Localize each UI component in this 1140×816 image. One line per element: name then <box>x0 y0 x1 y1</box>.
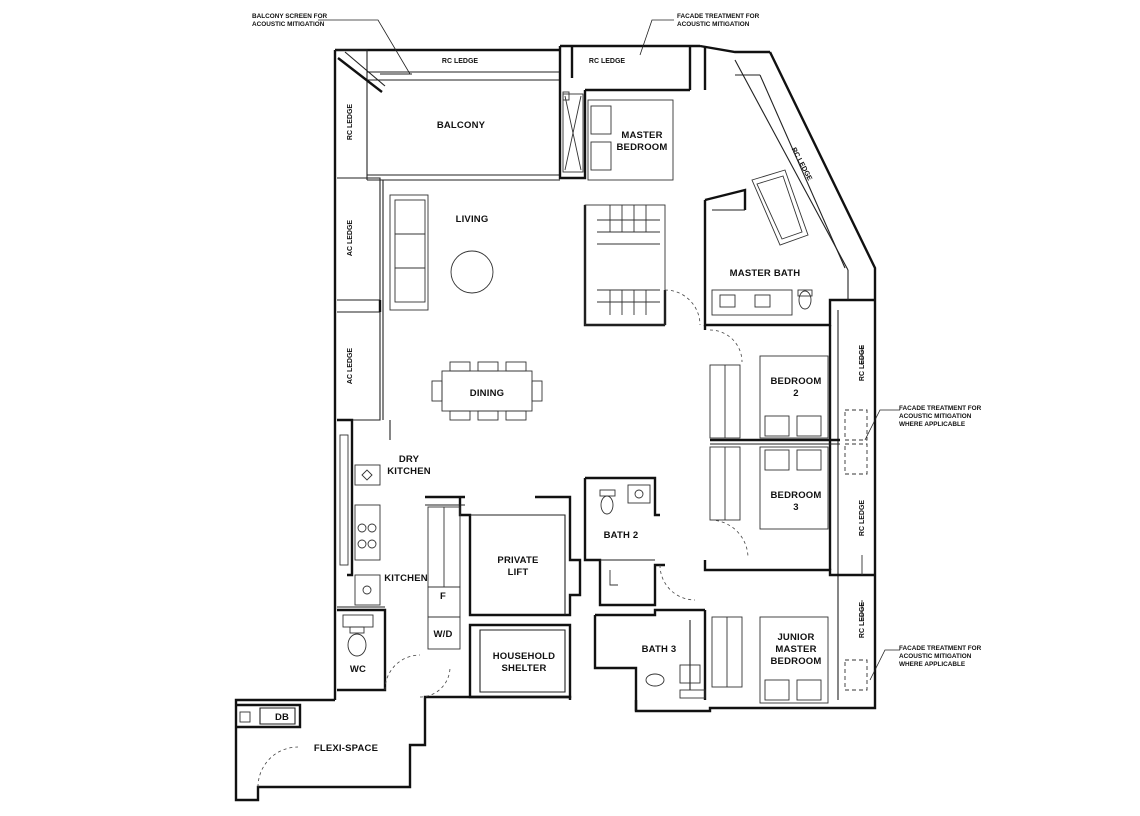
ledge-rc-bedroom2: RC LEDGE <box>859 345 866 382</box>
label-dry-kitchen-line2: KITCHEN <box>387 466 431 477</box>
label-washer-dryer: W/D <box>433 629 452 640</box>
label-db: DB <box>275 712 289 723</box>
room-labels: BALCONY MASTER BEDROOM LIVING MASTER BAT… <box>275 120 821 754</box>
baths-center <box>583 476 706 711</box>
label-balcony: BALCONY <box>437 120 486 131</box>
label-wc: WC <box>350 664 366 675</box>
bedrooms-right <box>703 310 875 704</box>
label-dry-kitchen-line1: DRY <box>399 454 420 465</box>
note-facade-mid-line1: FACADE TREATMENT FOR <box>899 405 982 412</box>
note-facade-bot-line2: ACOUSTIC MITIGATION <box>899 653 972 660</box>
label-junior-master-line1: JUNIOR <box>777 632 814 643</box>
label-bath3: BATH 3 <box>642 644 677 655</box>
lift-shelter-kitchen <box>337 418 582 699</box>
ledge-rc-diagonal: RC LEDGE <box>790 147 813 183</box>
label-fridge: F <box>440 591 446 602</box>
ledge-rc-top-left: RC LEDGE <box>442 58 479 65</box>
master-bath-walls <box>703 169 875 327</box>
label-bedroom3-line2: 3 <box>793 502 798 513</box>
label-kitchen: KITCHEN <box>384 573 428 584</box>
ledge-rc-bedroom3: RC LEDGE <box>859 500 866 537</box>
flexi-db <box>236 703 302 788</box>
ledge-labels: RC LEDGE RC LEDGE RC LEDGE RC LEDGE AC L… <box>347 58 866 638</box>
note-facade-mid-line2: ACOUSTIC MITIGATION <box>899 413 972 420</box>
label-master-bath: MASTER BATH <box>730 268 801 279</box>
label-flexi-space: FLEXI-SPACE <box>314 743 378 754</box>
note-balcony-screen-line2: ACOUSTIC MITIGATION <box>252 21 325 28</box>
label-bath2: BATH 2 <box>604 530 639 541</box>
ledge-ac-dining: AC LEDGE <box>347 348 354 385</box>
master-bedroom-walls <box>558 46 707 327</box>
living-dining <box>337 177 543 421</box>
label-junior-master-line3: BEDROOM <box>770 656 821 667</box>
outer-walls <box>234 44 877 802</box>
label-dining: DINING <box>470 388 504 399</box>
label-bedroom2-line1: BEDROOM <box>770 376 821 387</box>
label-living: LIVING <box>456 214 489 225</box>
note-facade-mid-line3: WHERE APPLICABLE <box>899 421 966 428</box>
ledge-rc-top-right: RC LEDGE <box>589 58 626 65</box>
note-facade-top-line2: ACOUSTIC MITIGATION <box>677 21 750 28</box>
label-private-lift-line1: PRIVATE <box>497 555 538 566</box>
label-bedroom2-line2: 2 <box>793 388 798 399</box>
balcony-area <box>335 49 560 181</box>
note-facade-top-line1: FACADE TREATMENT FOR <box>677 13 760 20</box>
label-master-bedroom-line1: MASTER <box>621 130 662 141</box>
ledge-rc-balcony-side: RC LEDGE <box>347 104 354 141</box>
label-household-shelter-line2: SHELTER <box>501 663 546 674</box>
ledge-rc-junior: RC LEDGE <box>859 602 866 639</box>
note-facade-bot-line3: WHERE APPLICABLE <box>899 661 966 668</box>
ledge-ac-living: AC LEDGE <box>347 220 354 257</box>
annotation-notes: BALCONY SCREEN FOR ACOUSTIC MITIGATION F… <box>252 13 982 668</box>
leader-lines <box>318 19 900 681</box>
note-facade-bot-line1: FACADE TREATMENT FOR <box>899 645 982 652</box>
label-household-shelter-line1: HOUSEHOLD <box>493 651 556 662</box>
note-balcony-screen-line1: BALCONY SCREEN FOR <box>252 13 328 20</box>
label-master-bedroom-line2: BEDROOM <box>616 142 667 153</box>
label-bedroom3-line1: BEDROOM <box>770 490 821 501</box>
label-private-lift-line2: LIFT <box>508 567 529 578</box>
label-junior-master-line2: MASTER <box>775 644 816 655</box>
diagonal-ledge <box>734 59 849 300</box>
